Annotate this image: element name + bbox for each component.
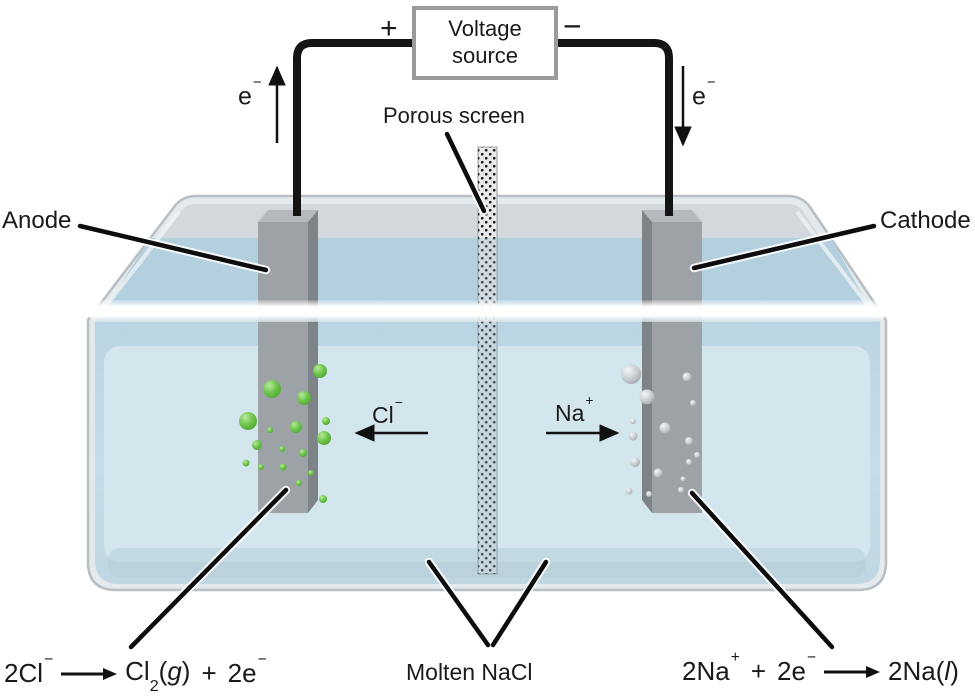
- cathode-half-reaction: 2Na+ + 2e− 2Na(l): [682, 648, 959, 687]
- voltage-source-line2: source: [451, 43, 519, 68]
- molten-nacl-pointer-left: [426, 559, 491, 648]
- sodium-charge: +: [585, 392, 594, 408]
- anode-electrode: [258, 210, 318, 513]
- molten-nacl-label: Molten NaCl: [406, 659, 533, 685]
- porous-screen: [477, 146, 498, 575]
- cathode-electrode: [642, 210, 702, 513]
- anode-reaction-pointer-line: [128, 487, 289, 650]
- plus-sign: +: [750, 656, 766, 686]
- cathode-product: 2Na(l): [888, 656, 959, 686]
- negative-terminal-label: −: [563, 8, 582, 44]
- anode-reactant: 2Cl−: [4, 650, 54, 689]
- plus-sign: +: [201, 658, 217, 689]
- reaction-arrow-icon: [61, 667, 118, 680]
- positive-terminal-label: +: [380, 12, 398, 45]
- molten-nacl-pointer-right: [490, 559, 549, 648]
- anode-half-reaction: 2Cl− Cl2(g) + 2e−: [4, 650, 267, 695]
- pointer-lines: [77, 131, 877, 650]
- anode-pointer-line: [77, 223, 269, 273]
- electron-label-left: e−: [238, 74, 262, 111]
- voltage-source-line1: Voltage: [448, 16, 522, 42]
- sodium-ion-label: Na+: [555, 393, 593, 427]
- electron-symbol: e: [238, 82, 252, 111]
- porous-screen-label: Porous screen: [383, 103, 525, 128]
- chloride-charge: −: [394, 394, 403, 410]
- anode-label: Anode: [2, 207, 72, 234]
- reaction-arrow-icon: [824, 665, 881, 678]
- chloride-ion-label: Cl−: [372, 395, 403, 429]
- electron-charge: −: [252, 73, 262, 91]
- cathode-electrons: 2e−: [777, 648, 817, 686]
- tank-rim-highlight: [88, 300, 886, 322]
- electron-charge: −: [706, 73, 716, 91]
- sodium-symbol: Na: [555, 400, 585, 426]
- porous-screen-pointer-line: [444, 131, 487, 214]
- sodium-bubbles: [621, 364, 700, 497]
- cathode-reactant-ion: 2Na+: [682, 648, 740, 686]
- voltage-source-box: Voltage source: [412, 6, 558, 80]
- anode-electrons: 2e−: [227, 650, 267, 689]
- electron-flow-arrows: [268, 65, 692, 147]
- cathode-label: Cathode: [880, 207, 971, 234]
- anode-product-gas: Cl2(g): [125, 656, 191, 695]
- electron-label-right: e−: [692, 74, 716, 111]
- cathode-pointer-line: [691, 223, 877, 271]
- cathode-reaction-pointer-line: [689, 490, 835, 650]
- wire-left: [293, 39, 412, 216]
- wire-right: [558, 39, 673, 216]
- chlorine-bubbles: [239, 364, 331, 503]
- chloride-symbol: Cl: [372, 402, 394, 428]
- electron-symbol: e: [692, 82, 706, 111]
- circuit-wires: [293, 39, 673, 216]
